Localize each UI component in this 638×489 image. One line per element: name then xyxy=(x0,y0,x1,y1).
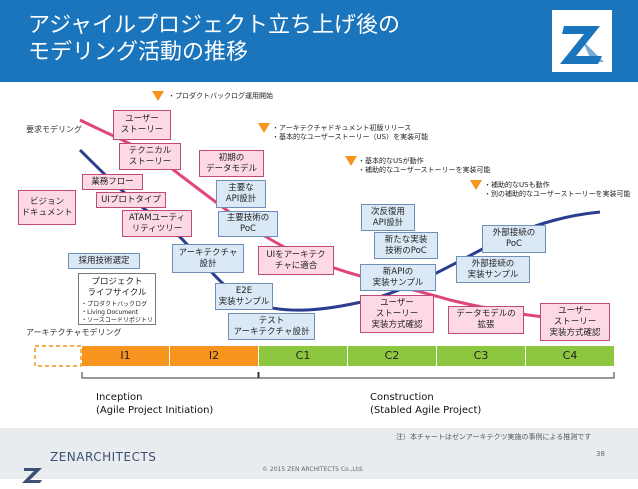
bar-c1 xyxy=(259,346,347,366)
footer-band xyxy=(0,428,638,479)
project-lifecycle-title: プロジェクト ライフサイクル xyxy=(87,277,147,298)
ui-architecture-fit-box: UIをアーキテク チャに適合 xyxy=(258,246,334,275)
user-story-box: ユーザー ストーリー xyxy=(113,110,171,140)
brand-logo xyxy=(552,10,612,72)
bar-c4 xyxy=(526,346,614,366)
architecture-modeling-label: アーキテクチャモデリング xyxy=(26,328,122,337)
next-iteration-api-design-box: 次反復用 API設計 xyxy=(361,204,415,231)
ui-prototype-box: UIプロトタイプ xyxy=(96,192,166,208)
inception-phase-label: Inception (Agile Project Initiation) xyxy=(96,392,214,416)
bar-c3 xyxy=(437,346,525,366)
footer-copyright: © 2015 ZEN ARCHITECTS Co.,Ltd. xyxy=(262,466,364,473)
page-number: 38 xyxy=(596,450,605,458)
user-story-impl-confirm-box: ユーザー ストーリー 実装方式確認 xyxy=(360,295,434,333)
milestone-marker-2 xyxy=(258,123,270,133)
page-title: アジャイルプロジェクト立ち上げ後の モデリング活動の推移 xyxy=(28,13,401,65)
e2e-sample-box: E2E 実装サンプル xyxy=(215,283,273,310)
zen-logo-icon xyxy=(560,26,604,64)
requirement-modeling-label: 要求モデリング xyxy=(26,125,82,134)
iteration-label-i2: I2 xyxy=(208,349,220,362)
new-api-sample-box: 新APIの 実装サンプル xyxy=(360,264,436,291)
technical-story-box: テクニカル ストーリー xyxy=(119,143,181,170)
project-lifecycle-items: ・プロダクトバックログ ・Living Document ・ソースコードリポジト… xyxy=(81,301,153,324)
main-api-design-box: 主要な API設計 xyxy=(216,180,266,208)
atam-utility-tree-box: ATAMユーティ リティツリー xyxy=(122,210,192,237)
iteration-label-c1: C1 xyxy=(295,349,311,362)
initial-data-model-box: 初期の データモデル xyxy=(199,150,264,177)
header-band xyxy=(0,0,638,82)
bar-i2 xyxy=(170,346,258,366)
data-model-expand-box: データモデルの 拡張 xyxy=(448,306,524,334)
project-lifecycle-box: プロジェクト ライフサイクル ・プロダクトバックログ ・Living Docum… xyxy=(78,273,156,325)
milestone-marker-1 xyxy=(152,91,164,101)
bar-placeholder xyxy=(34,345,82,367)
iteration-label-c4: C4 xyxy=(562,349,578,362)
construction-phase-label: Construction (Stabled Agile Project) xyxy=(370,392,482,416)
new-tech-poc-box: 新たな実装 技術のPoC xyxy=(374,232,438,259)
user-story-impl-confirm-box-2: ユーザー ストーリー 実装方式確認 xyxy=(540,303,610,341)
annotation-3: ・基本的なUSが動作 ・補助的なユーザーストーリーを実装可能 xyxy=(358,157,491,174)
footer-note: 注）本チャートはゼンアーキテクツ実施の事例による推測です xyxy=(396,433,592,441)
architecture-design-box: アーキテクチャ 設計 xyxy=(172,244,244,273)
external-connection-sample-box: 外部接続の 実装サンプル xyxy=(456,256,530,283)
annotation-2: ・アーキテクチャドキュメント初版リリース ・基本的なユーザーストーリー（US）を… xyxy=(272,124,429,141)
iteration-label-c3: C3 xyxy=(473,349,489,362)
business-flow-box: 業務フロー xyxy=(82,174,143,190)
footer-logo-icon xyxy=(20,446,46,483)
milestone-marker-3 xyxy=(345,156,357,166)
milestone-marker-4 xyxy=(470,180,482,190)
external-connection-poc-box: 外部接続の PoC xyxy=(482,225,546,253)
vision-document-box: ビジョン ドキュメント xyxy=(18,190,76,225)
iteration-label-i1: I1 xyxy=(120,349,131,362)
footer-company-name: ZENARCHITECTS xyxy=(50,450,157,464)
iteration-label-c2: C2 xyxy=(384,349,400,362)
construction-bracket xyxy=(258,372,615,379)
annotation-1: ・プロダクトバックログ運用開始 xyxy=(168,92,273,100)
inception-bracket xyxy=(81,372,259,379)
test-architecture-design-box: テスト アーキテクチャ設計 xyxy=(228,313,315,340)
bar-c2 xyxy=(348,346,436,366)
main-tech-poc-box: 主要技術の PoC xyxy=(218,211,278,237)
annotation-4: ・補助的なUSも動作 ・別の補助的なユーザーストーリーを実装可能 xyxy=(484,181,631,198)
tech-selection-box: 採用技術選定 xyxy=(68,253,140,269)
bar-i1 xyxy=(82,346,169,366)
